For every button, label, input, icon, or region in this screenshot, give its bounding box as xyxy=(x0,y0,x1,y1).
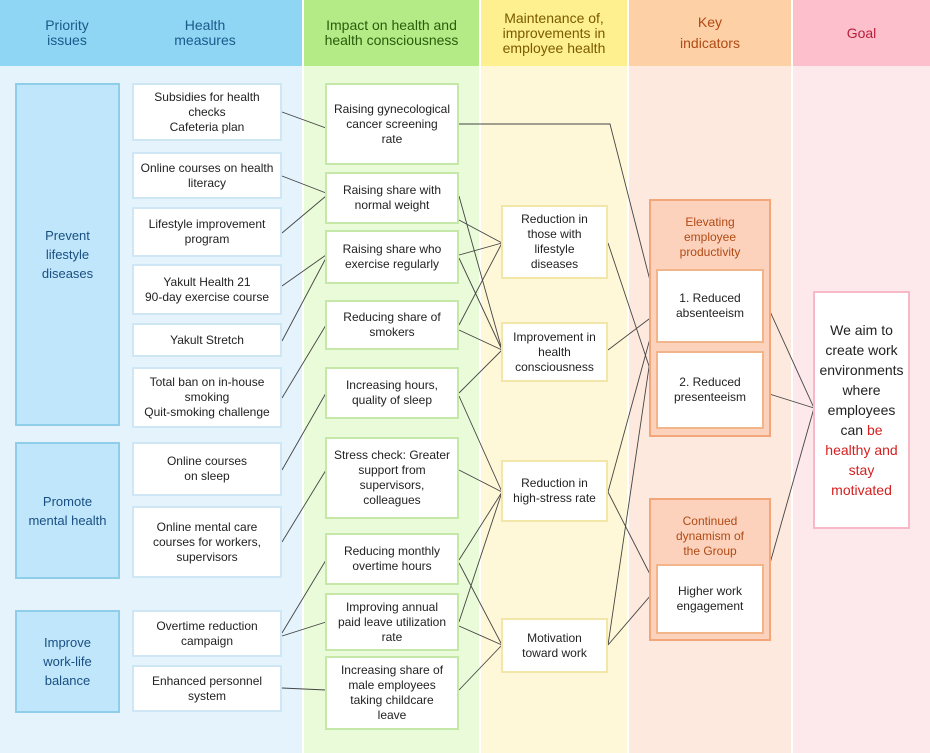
measure-box: Lifestyle improvement program xyxy=(132,207,282,257)
header-bar-priority xyxy=(0,0,302,66)
header-goal: Goal xyxy=(793,0,930,66)
header-impact: Impact on health and health consciousnes… xyxy=(304,0,479,66)
impact-box: Reducing monthly overtime hours xyxy=(325,533,459,585)
measure-box: Online mental care courses for workers, … xyxy=(132,506,282,578)
header-maintenance: Maintenance of, improvements in employee… xyxy=(481,0,627,66)
measure-box: Total ban on in-house smoking Quit-smoki… xyxy=(132,367,282,428)
indicator-box: 2. Reduced presenteeism xyxy=(656,351,764,429)
impact-box: Raising gynecological cancer screening r… xyxy=(325,83,459,165)
maintenance-box: Reduction in high-stress rate xyxy=(501,460,608,522)
measure-box: Yakult Stretch xyxy=(132,323,282,357)
measure-box: Yakult Health 21 90-day exercise course xyxy=(132,264,282,315)
goal-highlight: be healthy and stay motivated xyxy=(825,422,898,498)
maintenance-box: Improvement in health consciousness xyxy=(501,322,608,382)
goal-text: We aim to create work environments where… xyxy=(819,322,904,438)
impact-box: Increasing share of male employees takin… xyxy=(325,656,459,730)
measure-box: Online courses on sleep xyxy=(132,442,282,496)
maintenance-box: Reduction in those with lifestyle diseas… xyxy=(501,205,608,279)
priority-improve-work-life-balance: Improve work-life balance xyxy=(15,610,120,713)
measure-box: Subsidies for health checks Cafeteria pl… xyxy=(132,83,282,141)
indicator-group-title: Elevating employee productivity xyxy=(679,215,741,259)
impact-box: Reducing share of smokers xyxy=(325,300,459,350)
priority-prevent-lifestyle-diseases: Prevent lifestyle diseases xyxy=(15,83,120,426)
header-health-measures: Health measures xyxy=(174,17,236,48)
header-priority-issues: Priority issues xyxy=(45,17,89,48)
measure-box: Online courses on health literacy xyxy=(132,152,282,199)
priority-promote-mental-health: Promote mental health xyxy=(15,442,120,579)
indicator-box: Higher work engagement xyxy=(656,564,764,634)
impact-box: Raising share who exercise regularly xyxy=(325,230,459,284)
goal-box: We aim to create work environments where… xyxy=(813,291,910,529)
impact-box: Increasing hours, quality of sleep xyxy=(325,367,459,419)
indicator-group-title: Continued dynamism of the Group xyxy=(675,514,745,558)
measure-box: Overtime reduction campaign xyxy=(132,610,282,657)
header-key-indicators: Key indicators xyxy=(629,0,791,66)
impact-box: Raising share with normal weight xyxy=(325,172,459,224)
impact-box: Improving annual paid leave utilization … xyxy=(325,593,459,651)
maintenance-box: Motivation toward work xyxy=(501,618,608,673)
measure-box: Enhanced personnel system xyxy=(132,665,282,712)
indicator-box: 1. Reduced absenteeism xyxy=(656,269,764,343)
impact-box: Stress check: Greater support from super… xyxy=(325,437,459,519)
